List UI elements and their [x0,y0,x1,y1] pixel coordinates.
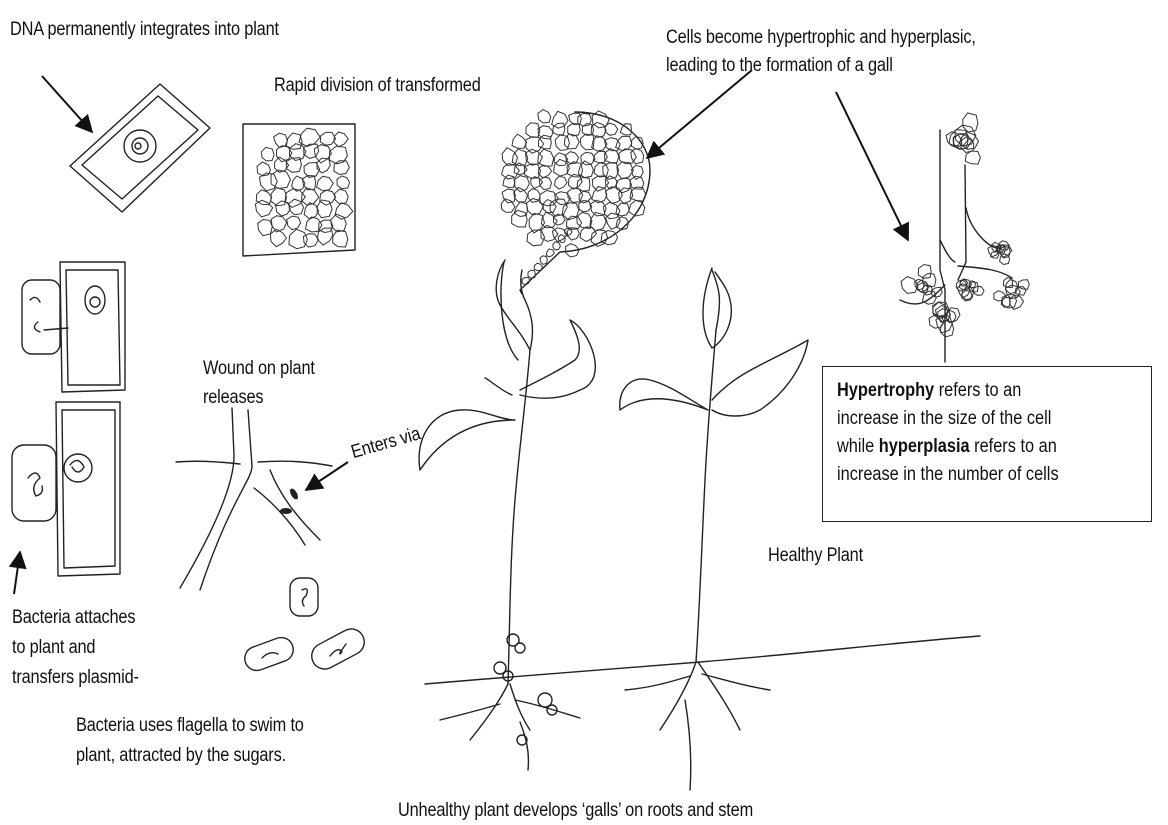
cell [592,187,607,203]
cell [590,212,606,231]
cell [565,134,580,149]
unhealthy-plant [419,260,595,770]
definition-line-3: while hyperplasia refers to an [837,433,1098,461]
cell [540,256,547,264]
arrow-bacteria-attach [14,552,20,594]
definition-line-1: Hypertrophy refers to an [837,377,1098,405]
definition-line-2: increase in the size of the cell [837,405,1098,433]
cell [534,263,543,270]
cell [258,220,273,236]
cell [538,149,554,166]
definition-line-4: increase in the number of cells [837,461,1098,489]
cell [289,229,308,248]
cell [270,229,286,246]
cell [546,249,554,257]
label-dna-integrates: DNA permanently integrates into plant [10,16,279,43]
cell [616,203,629,216]
bacterium-attached-cell [12,402,120,576]
label-cells-hypertrophic-2: leading to the formation of a gall [666,52,893,79]
cell [569,113,582,125]
cell [577,212,592,228]
cell [527,199,543,216]
label-unhealthy-plant: Unhealthy plant develops ‘galls’ on root… [398,797,753,824]
cell [271,170,291,189]
cell [271,216,286,232]
cell [555,176,568,189]
cell [553,242,561,250]
cell [539,135,552,149]
healthy-plant [620,268,808,790]
swimming-bacteria [241,578,368,674]
label-wound-2: releases [203,384,263,411]
cell [552,123,565,135]
cell [317,176,334,190]
bacterium-attaching-cell [22,262,125,392]
cell [502,164,520,180]
cell [502,148,517,166]
cell [287,216,301,230]
rapid-division-cluster [243,124,355,256]
cell [317,158,330,173]
arrow-enters-wound [306,462,348,490]
cell [320,190,336,205]
gall-cell [923,291,937,304]
cell [616,178,631,193]
arrow-cells-to-stem [836,92,908,240]
cell [617,162,634,179]
term-hypertrophy: Hypertrophy [837,380,934,401]
arrow-cells-to-gall [647,70,752,158]
cell [543,200,556,213]
cell [334,132,348,147]
definition-box: Hypertrophy refers to an increase in the… [822,366,1152,522]
cell [337,176,350,189]
cell [526,149,543,165]
gall-cell [965,151,980,164]
cell [501,199,515,213]
transformed-plant-cell [70,84,210,212]
cell [512,134,527,148]
cell [550,199,567,216]
cell [274,133,288,147]
label-rapid-division: Rapid division of transformed [274,72,481,99]
term-hyperplasia: hyperplasia [879,436,970,457]
cell [580,227,597,242]
cell [538,110,551,123]
cell [605,123,618,135]
cell [335,189,348,204]
label-flagella-2: plant, attracted by the sugars. [76,742,286,769]
cell [317,200,332,218]
label-flagella-1: Bacteria uses flagella to swim to [76,712,304,739]
cell [616,136,632,150]
arrow-dna-to-cell [42,76,92,132]
cell [275,201,290,216]
label-bacteria-attaches-3: transfers plasmid- [12,664,139,691]
cell [566,152,579,164]
cell [538,126,553,139]
cell [333,230,348,247]
label-bacteria-attaches-2: to plant and [12,634,95,661]
galled-stem [900,113,1029,362]
cell [606,213,621,229]
cell [606,187,623,204]
gall-cell [963,113,978,132]
wound-site [176,408,332,590]
cell [303,234,318,247]
gall-cell [923,274,936,288]
gall-cell [974,286,984,295]
cell [320,132,335,145]
label-healthy-plant: Healthy Plant [768,542,863,569]
label-cells-hypertrophic-1: Cells become hypertrophic and hyperplasi… [666,24,976,51]
cell [261,147,274,161]
gall-cross-section [501,110,650,294]
cell [260,173,278,191]
label-wound-1: Wound on plant [203,355,315,382]
label-bacteria-attaches-1: Bacteria attaches [12,604,135,631]
